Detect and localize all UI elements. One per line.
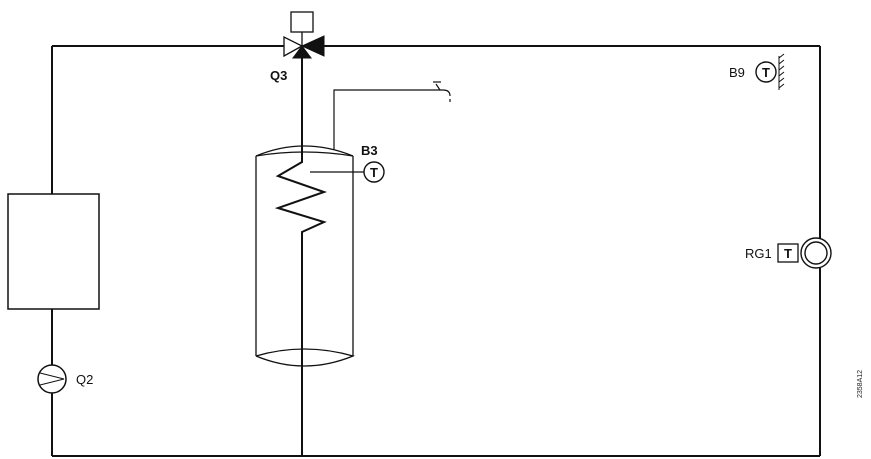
room-thermostat-icon: T bbox=[777, 243, 799, 263]
diagram-code: 2358A12 bbox=[857, 370, 864, 398]
faucet-icon bbox=[428, 81, 451, 102]
room-unit-label: RG1 bbox=[745, 246, 772, 261]
pump-label: Q2 bbox=[76, 372, 93, 387]
tank-body bbox=[255, 156, 354, 356]
heating-circuit-radiator-icon bbox=[800, 237, 832, 269]
outdoor-sensor-label: B9 bbox=[729, 65, 745, 80]
wall-mount-hatch bbox=[778, 53, 785, 90]
tank-bottom-dome bbox=[255, 348, 355, 367]
heat-generator bbox=[7, 193, 100, 310]
dhw-outlet-pipe bbox=[333, 89, 428, 150]
dhw-storage-tank bbox=[255, 145, 355, 367]
svg-text:T: T bbox=[370, 165, 378, 180]
three-way-valve-icon bbox=[283, 11, 325, 59]
valve-label: Q3 bbox=[270, 68, 287, 83]
outdoor-temperature-sensor-icon: T bbox=[755, 61, 777, 83]
svg-text:T: T bbox=[784, 246, 792, 261]
pump-icon bbox=[37, 364, 67, 394]
tank-sensor-label: B3 bbox=[361, 143, 378, 158]
tank-temperature-sensor-icon: T bbox=[363, 161, 385, 183]
pipe-network bbox=[51, 45, 821, 457]
heat-exchanger-coil bbox=[274, 158, 328, 364]
valve-actuator bbox=[290, 11, 314, 33]
tank-top-dome bbox=[255, 145, 354, 157]
svg-text:T: T bbox=[762, 65, 770, 80]
tank-top-line bbox=[255, 151, 354, 157]
